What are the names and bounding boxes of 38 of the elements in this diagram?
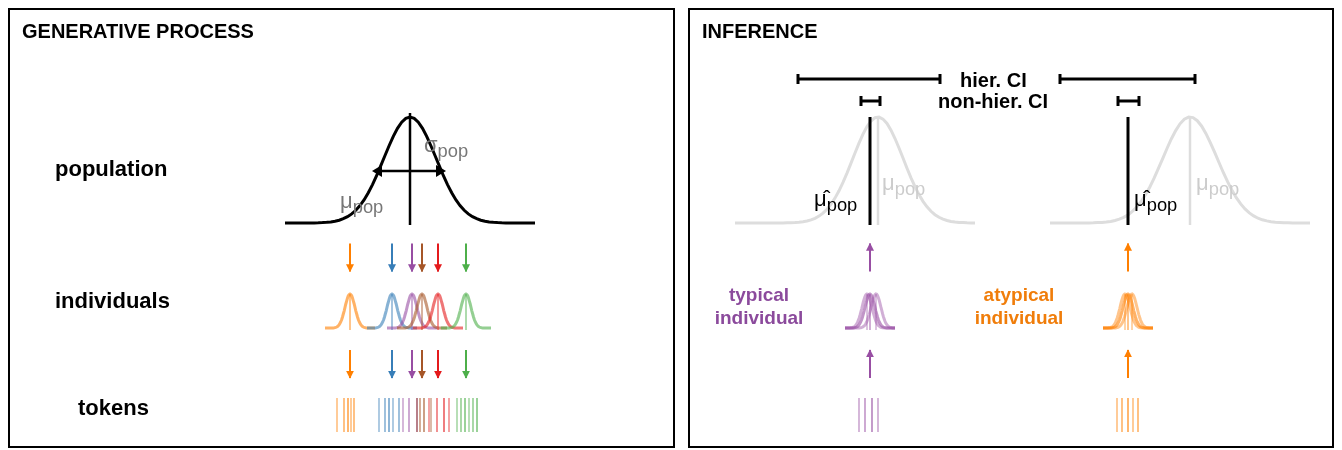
- small-curve-drawing: [413, 290, 463, 330]
- arrow: [346, 349, 354, 379]
- arrow: [434, 349, 442, 379]
- small-curve-drawing: [387, 290, 437, 330]
- arrow: [418, 349, 426, 379]
- panel-title: INFERENCE: [702, 20, 818, 43]
- interval-label: non-hier. CI: [938, 91, 1048, 111]
- small-curve-drawing: [441, 290, 491, 330]
- arrow: [408, 349, 416, 379]
- arrow: [462, 349, 470, 379]
- panel-frame: [8, 8, 675, 448]
- arrow: [866, 242, 874, 273]
- row-label: population: [55, 158, 168, 180]
- arrow: [434, 242, 442, 273]
- interval-label: hier. CI: [960, 70, 1027, 90]
- panel-frame: [688, 8, 1334, 448]
- symbol-label: μ̂$_{pop}$: [814, 188, 858, 215]
- arrow: [1124, 242, 1132, 273]
- group-caption: typical individual: [713, 284, 805, 330]
- small-curve-drawing: [1103, 290, 1153, 330]
- arrow: [408, 242, 416, 273]
- arrow: [462, 242, 470, 273]
- small-curve-drawing: [325, 290, 375, 330]
- row-label: tokens: [78, 397, 149, 419]
- arrow: [388, 242, 396, 273]
- small-curve-drawing: [845, 290, 895, 330]
- arrow: [1124, 349, 1132, 379]
- bell-curve-drawing: [285, 113, 535, 225]
- bell-curve-drawing: [735, 113, 975, 225]
- arrow: [418, 242, 426, 273]
- bell-curve-drawing: [1050, 113, 1310, 225]
- arrow: [346, 242, 354, 273]
- symbol-label: μ̂$_{pop}$: [1134, 188, 1178, 215]
- panel-title: GENERATIVE PROCESS: [22, 20, 254, 43]
- row-label: individuals: [55, 290, 170, 312]
- arrow: [866, 349, 874, 379]
- group-caption: atypical individual: [973, 284, 1065, 330]
- arrow: [388, 349, 396, 379]
